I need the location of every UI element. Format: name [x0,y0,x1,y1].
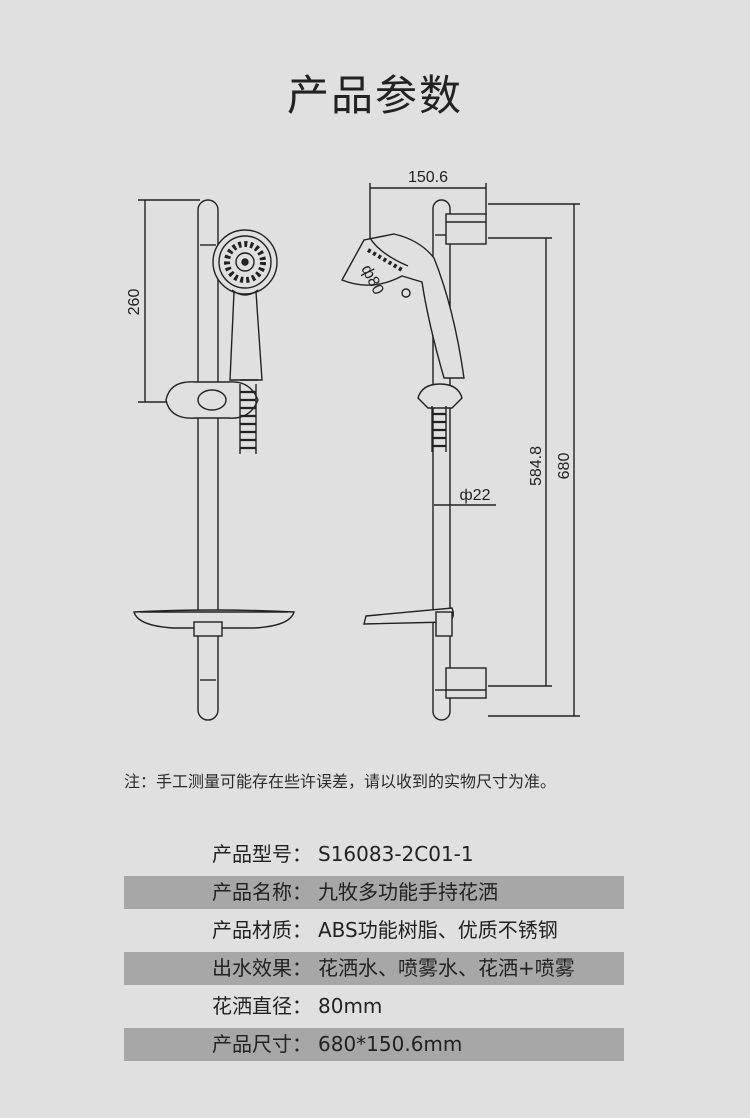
soap-dish [133,609,295,629]
spec-value: ABS功能树脂、优质不锈钢 [318,918,558,942]
spec-row-spray-modes: 出水效果：花洒水、喷雾水、花洒+喷雾 [124,952,624,985]
product-diagram: 260 150.6 ф80 ф22 584.8 680 [126,169,580,721]
page-title: 产品参数 [286,71,463,120]
dim-680: 680 [556,453,573,480]
top-mount [445,213,487,245]
dim-260: 260 [126,289,143,316]
shower-head-side [341,233,465,379]
spec-row-size: 产品尺寸：680*150.6mm [124,1028,624,1061]
spec-label: 产品型号： [212,842,312,866]
dim-584-8: 584.8 [528,446,545,486]
slide-bar [197,199,219,721]
spec-label: 产品尺寸： [212,1032,312,1056]
dim-pole-diameter: ф22 [460,487,491,504]
dimension-labels: 260 150.6 ф80 ф22 584.8 680 [126,169,573,504]
spec-label: 产品名称： [212,880,312,904]
hose-side [431,406,447,452]
spec-value: 80mm [318,994,383,1018]
front-view [133,199,295,721]
side-view [341,183,580,721]
spec-row-material: 产品材质：ABS功能树脂、优质不锈钢 [124,914,624,947]
measurement-note: 注：手工测量可能存在些许误差，请以收到的实物尺寸为准。 [124,772,557,791]
spec-table: 产品型号：S16083-2C01-1 产品名称：九牧多功能手持花洒 产品材质：A… [124,838,624,1066]
spec-label: 产品材质： [212,918,312,942]
holder-side [417,383,463,409]
spec-label: 出水效果： [212,956,312,980]
hose [239,384,257,454]
spec-row-model: 产品型号：S16083-2C01-1 [124,838,624,871]
spec-value: 九牧多功能手持花洒 [318,880,498,904]
spec-value: 花洒水、喷雾水、花洒+喷雾 [318,956,575,980]
dim-150-6: 150.6 [408,169,448,186]
spec-label: 花洒直径： [212,994,312,1018]
bottom-mount [445,667,487,699]
spec-row-name: 产品名称：九牧多功能手持花洒 [124,876,624,909]
spec-value: 680*150.6mm [318,1032,463,1056]
shower-handle [229,291,263,381]
spec-value: S16083-2C01-1 [318,842,474,866]
spec-row-diameter: 花洒直径：80mm [124,990,624,1023]
